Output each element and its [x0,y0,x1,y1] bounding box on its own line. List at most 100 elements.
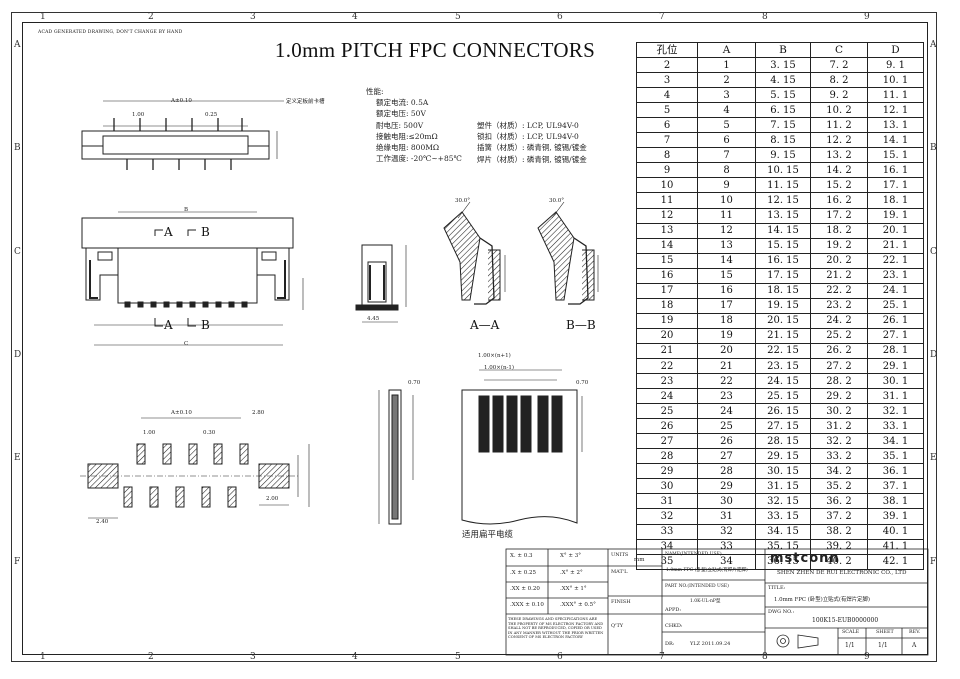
table-cell: 13. 2 [810,147,868,164]
section-b-bottom: B [201,318,210,332]
spec-list: 性能: 额定电流: 0.5A 额定电压: 50V 耐电压: 500V 接触电阻:… [366,86,462,164]
zone-left-a: A [14,40,21,50]
table-cell: 37. 2 [810,508,868,525]
table-cell: 28. 15 [755,433,811,450]
table-cell: 31. 2 [810,418,868,435]
table-cell: 20. 2 [810,252,868,269]
table-cell: 31 [636,493,698,510]
table-cell: 28 [697,463,756,480]
sheet-value: 1/1 [878,642,888,649]
table-cell: 19. 15 [755,297,811,314]
title-label: TITLE: [768,585,786,591]
generated-note: ACAD GENERATED DRAWING, DON'T CHANGE BY … [38,30,183,35]
rev-label: REV. [909,630,921,635]
spec-withstand-voltage: 耐电压: 500V [376,120,424,130]
table-cell: 36. 1 [867,463,924,480]
table-cell: 15. 15 [755,237,811,254]
table-cell: 31 [697,508,756,525]
zone-bottom-6: 6 [557,652,563,662]
table-cell: 7. 15 [755,117,811,134]
side-view [355,244,407,323]
zone-right-f: F [930,557,937,567]
company-name: SHEN ZHEN DE RUI ELECTRONIC CO., LTD [777,570,907,576]
dim-fp-280: 2.80 [252,410,265,416]
table-cell: 22 [697,373,756,390]
zone-bottom-2: 2 [148,652,154,662]
table-cell: 6. 15 [755,102,811,119]
zone-top-2: 2 [148,12,154,22]
table-cell: 30 [636,478,698,495]
dim-cable-070b: 0.70 [576,380,589,386]
table-cell: 12 [697,222,756,239]
table-cell: 12. 15 [755,192,811,209]
spec-rated-current: 额定电流: 0.5A [376,98,429,108]
table-cell: 1 [697,57,756,74]
table-cell: 19. 2 [810,237,868,254]
zone-bottom-4: 4 [352,652,358,662]
zone-bottom-9: 9 [864,652,870,662]
table-cell: 25 [697,418,756,435]
table-cell: 24. 2 [810,312,868,329]
brand-logo: mstconn [770,551,840,566]
zone-left-b: B [14,143,21,153]
cable-side-view [378,389,414,525]
material-label: MAT'L [611,569,628,575]
tol-4: .X° ± 2° [560,570,583,576]
table-cell: 25. 1 [867,297,924,314]
drawing-border [22,22,928,655]
zone-left-d: D [14,350,22,360]
part-no-label: PART NO.(INTENDED USE) [665,584,729,589]
table-cell: 5 [636,102,698,119]
section-a-top: A [164,225,173,239]
front-view [81,211,304,346]
zone-left-f: F [14,557,21,567]
table-cell: 21 [697,357,756,375]
table-cell: 36. 2 [810,493,868,510]
chkd-label: CHKD: [665,623,683,629]
table-cell: 18. 1 [867,192,924,209]
table-cell: 8. 2 [810,72,868,89]
table-cell: 7 [697,147,756,164]
table-cell: 25. 2 [810,327,868,344]
header-positions: 孔位 [636,41,698,59]
dim-fp-200: 2.00 [266,496,279,502]
table-cell: 15. 2 [810,177,868,194]
table-cell: 3 [636,72,698,89]
table-cell: 20 [697,342,756,359]
table-cell: 7 [636,132,698,149]
dim-cable-070: 0.70 [408,380,421,386]
zone-top-9: 9 [864,12,870,22]
table-cell: 31. 15 [755,478,811,495]
table-cell: 3. 15 [755,57,811,74]
table-cell: 16 [697,282,756,299]
disclaimer: THESE DRAWINGS AND SPECIFICATIONS ARE TH… [508,617,604,640]
dim-top-pitch: 1.00 [132,112,145,118]
sheet-label: SHEET [876,630,894,635]
material-list: 塑件（材质）: LCP, UL94V-0 锁扣（材质）: LCP, UL94V-… [477,120,587,165]
table-cell: 39. 1 [867,508,924,525]
table-cell: 33. 2 [810,448,868,465]
name-label: NAME(INTENDED USE) [665,552,722,557]
table-cell: 24 [697,403,756,420]
table-cell: 2 [697,72,756,89]
tol-5: .XX ± 0.20 [510,586,540,592]
table-cell: 18. 15 [755,282,811,299]
table-cell: 9. 1 [867,57,924,74]
material-solder-tab: 焊片（材质）: 磷青铜, 镀锡/镀金 [477,154,587,164]
table-cell: 26. 2 [810,342,868,359]
table-cell: 14. 2 [810,162,868,179]
header-a: A [697,41,756,59]
table-cell: 20 [636,327,698,344]
table-cell: 33. 15 [755,508,811,525]
